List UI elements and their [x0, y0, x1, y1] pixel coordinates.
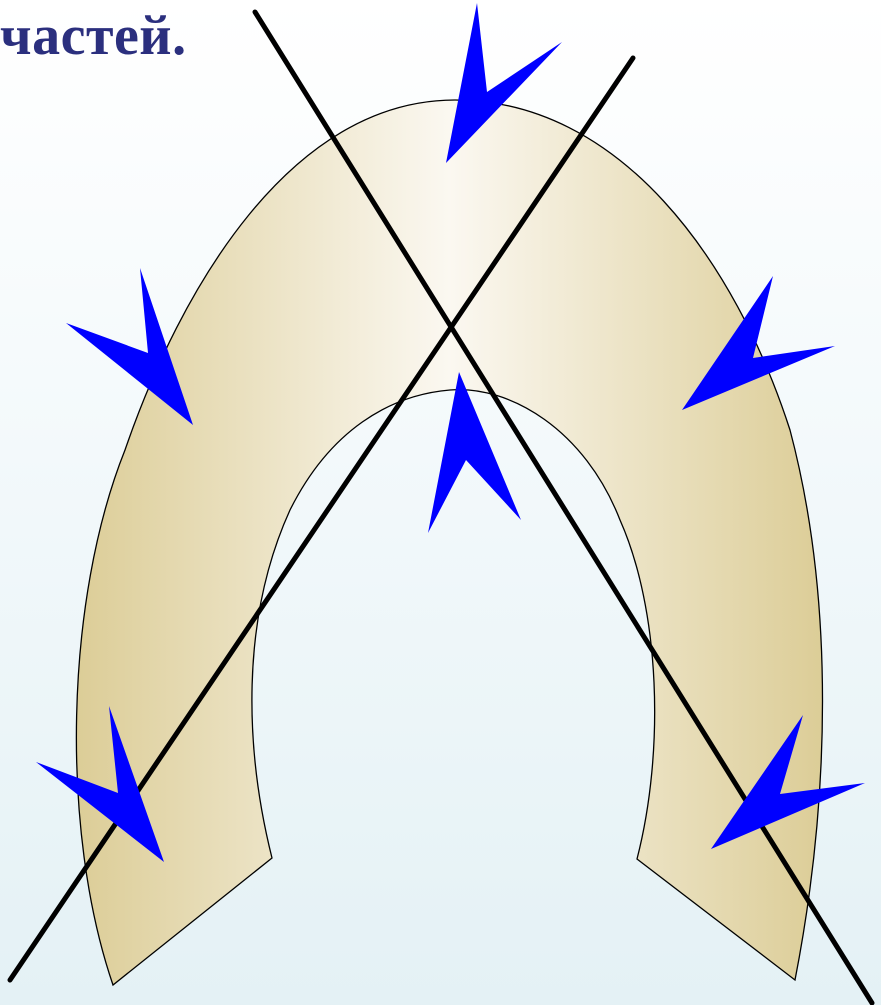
arch-shape [76, 100, 822, 985]
